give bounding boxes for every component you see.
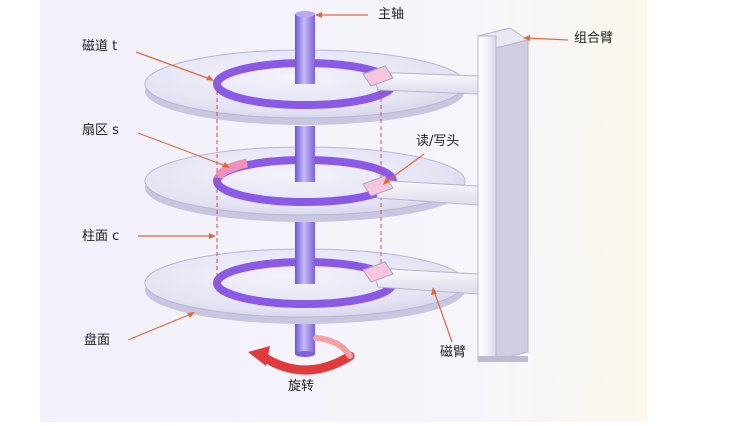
arm-assembly-column xyxy=(476,27,530,362)
label-cylinder: 柱面 c xyxy=(82,229,120,244)
label-arm-assembly: 组合臂 xyxy=(574,31,614,46)
leader-lines xyxy=(127,12,569,343)
label-track: 磁道 t xyxy=(82,39,118,54)
leader-sector xyxy=(137,132,227,167)
spindle xyxy=(295,11,315,357)
label-platter: 盘面 xyxy=(84,333,111,348)
label-disk-arm: 磁臂 xyxy=(440,345,467,360)
curved-arrow-icon xyxy=(248,335,355,375)
leader-arm-assembly xyxy=(525,37,569,41)
leader-platter xyxy=(127,313,192,341)
label-rw-head: 读/写头 xyxy=(416,134,460,149)
label-sector: 扇区 s xyxy=(82,123,119,138)
leader-track xyxy=(135,51,211,80)
leader-rw-head xyxy=(385,153,425,183)
arm-bottom xyxy=(362,261,479,295)
arm-top xyxy=(362,65,479,95)
sector-highlight xyxy=(214,158,249,180)
label-spindle: 主轴 xyxy=(378,7,405,22)
label-rotation: 旋转 xyxy=(288,379,315,394)
leader-disk-arm xyxy=(433,290,453,343)
